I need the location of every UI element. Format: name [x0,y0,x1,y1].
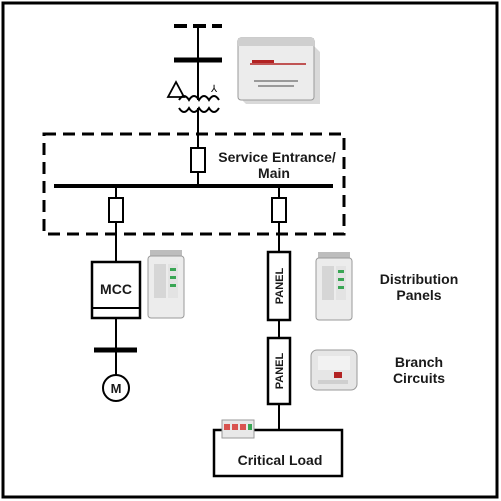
service-entrance-label-line1: Service Entrance/ [218,149,336,165]
panel-fuse-icon [271,197,287,223]
mcc-fuse-icon [108,197,124,223]
critical-load-label: Critical Load [238,452,323,468]
distribution-panel-1 [266,250,292,322]
distribution-panel-2 [266,336,292,406]
critical-load-spd-icon [221,419,255,439]
motor-label: M [111,381,122,396]
distribution-panels-label-line1: Distribution [380,271,459,287]
motor-icon [102,374,130,402]
branch-spd-icon [310,349,358,391]
service-entrance-box [42,132,346,236]
mcc-label: MCC [100,281,132,297]
distribution-spd-icon [315,252,353,321]
panel-1-label: PANEL [274,267,286,304]
branch-circuits-label-line2: Circuits [393,370,445,386]
service-entrance-label-line2: Main [258,165,290,181]
main-fuse-icon [190,147,206,173]
service-entrance-spd-icon [237,37,320,104]
panel-2-label: PANEL [274,352,286,389]
mcc-spd-icon [147,250,185,319]
branch-circuits-label-line1: Branch [395,354,443,370]
svg-text:⅄: ⅄ [210,84,218,95]
distribution-panels-label-line2: Panels [396,287,441,303]
